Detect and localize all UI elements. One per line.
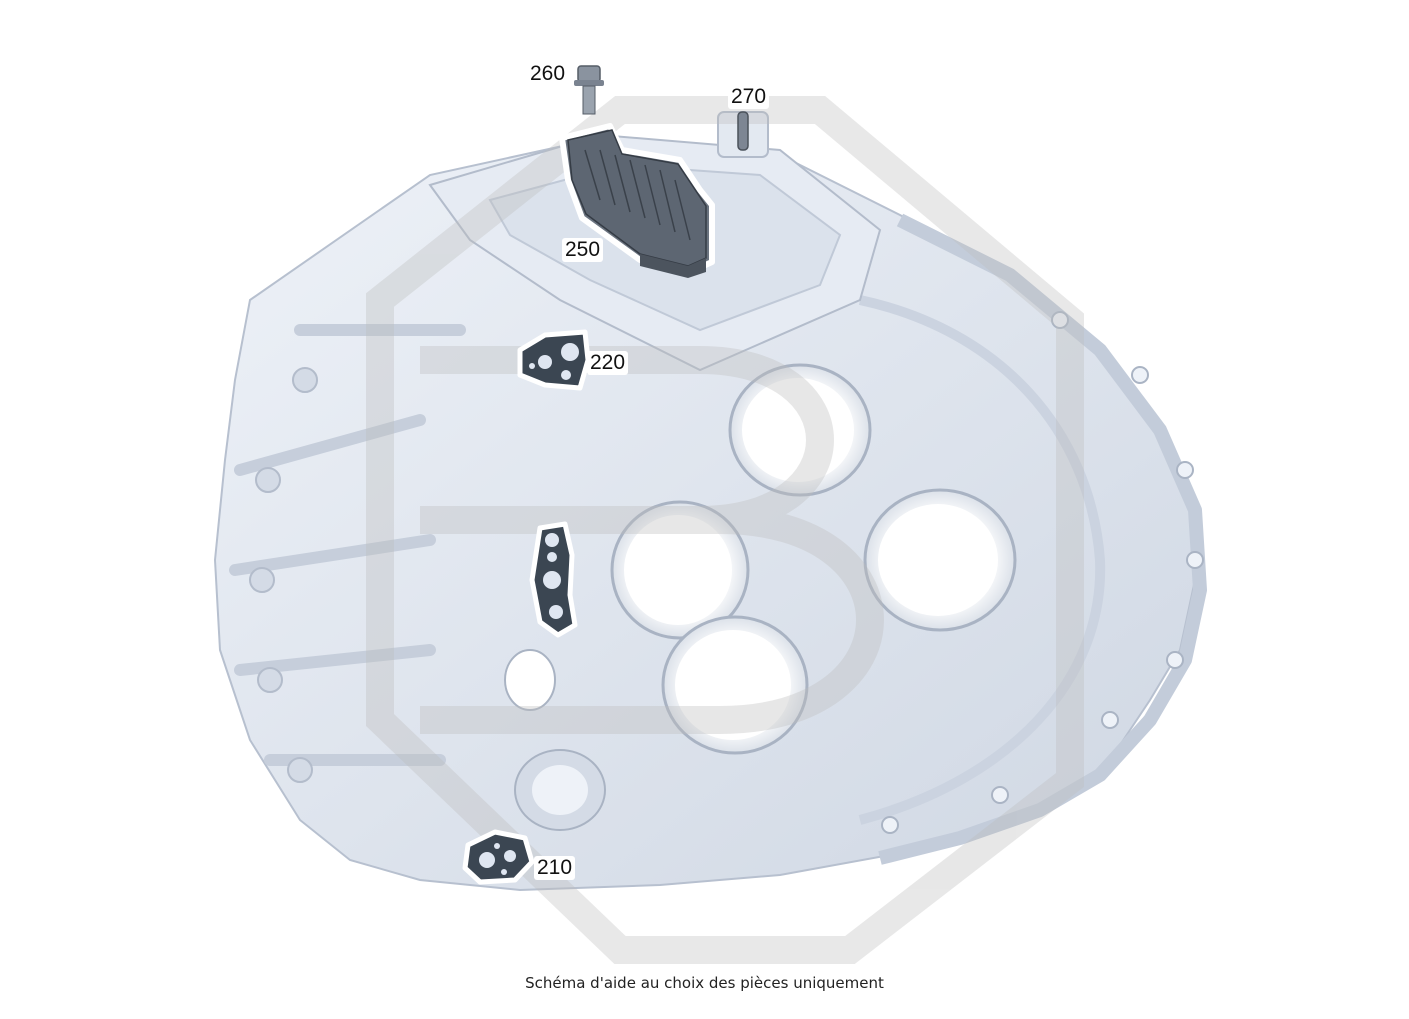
watermark-logo <box>366 96 1084 964</box>
part-270-pin <box>737 111 749 151</box>
callout-220: 220 <box>587 351 629 375</box>
part-220-gasket <box>517 329 591 391</box>
middle-gasket <box>529 521 578 638</box>
part-210-gasket <box>462 829 535 885</box>
callout-250: 250 <box>562 238 604 262</box>
callout-210: 210 <box>534 856 576 880</box>
part-260-bolt <box>574 65 604 115</box>
callout-260: 260 <box>527 62 569 86</box>
callout-270: 270 <box>728 85 770 109</box>
disclaimer-caption: Schéma d'aide au choix des pièces unique… <box>525 974 884 992</box>
bearing-bores <box>504 363 1017 831</box>
part-250-control-unit <box>559 123 715 278</box>
